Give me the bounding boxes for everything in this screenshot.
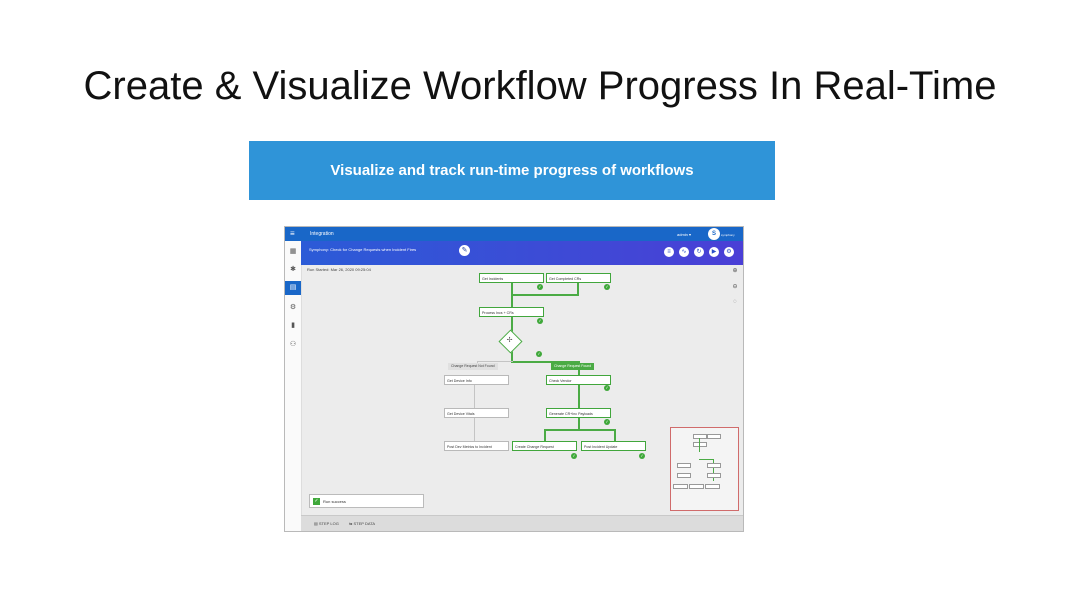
- wire: [511, 283, 513, 296]
- node-post-incident-update[interactable]: Post Incident Update: [581, 441, 646, 451]
- wire: [577, 283, 579, 296]
- wire: [511, 317, 513, 334]
- zoom-out-icon[interactable]: ⊖: [732, 284, 738, 290]
- document-icon[interactable]: ▮: [291, 322, 295, 329]
- wire: [544, 429, 546, 441]
- status-check-icon: ✓: [313, 498, 320, 505]
- wire: [474, 418, 475, 441]
- minimap-node: [677, 473, 691, 478]
- list-icon[interactable]: ≡: [664, 247, 674, 257]
- step-data-button[interactable]: ⇆ STEP DATA: [349, 521, 376, 526]
- step-log-label: STEP LOG: [318, 521, 339, 526]
- slide-title: Create & Visualize Workflow Progress In …: [83, 64, 997, 108]
- minimap-node: [707, 434, 721, 439]
- app-title: Integration: [310, 231, 334, 237]
- gear-icon[interactable]: ⚙: [289, 304, 297, 311]
- success-check-icon: ✓: [604, 419, 610, 425]
- settings-icon[interactable]: ⚙: [724, 247, 734, 257]
- workflow-header: Symphony: Check for Change Requests when…: [301, 241, 743, 265]
- minimap-node: [677, 463, 691, 468]
- minimap-node: [707, 473, 721, 478]
- minimap-node: [707, 463, 721, 468]
- node-get-completed-crs[interactable]: Get Completed CRs: [546, 273, 611, 283]
- bottom-bar: ▤ STEP LOG ⇆ STEP DATA: [301, 515, 743, 531]
- grid-icon[interactable]: ▦: [289, 248, 297, 255]
- success-check-icon: ✓: [639, 453, 645, 459]
- wire: [511, 294, 513, 307]
- fit-view-icon[interactable]: ◌: [733, 299, 737, 305]
- node-check-vendor[interactable]: Check Vendor: [546, 375, 611, 385]
- node-post-dev-metrics[interactable]: Post Dev Metrics to Incident: [444, 441, 509, 451]
- wire: [511, 348, 513, 363]
- workflow-title: Symphony: Check for Change Requests when…: [309, 247, 417, 252]
- user-menu[interactable]: admin ▾: [677, 232, 692, 237]
- bug-icon[interactable]: ✱: [290, 266, 296, 273]
- symphony-logo-icon: S: [708, 228, 720, 240]
- minimap-node: [693, 434, 707, 439]
- slide-banner: Visualize and track run-time progress of…: [249, 141, 775, 200]
- users-icon[interactable]: ⚇: [289, 341, 297, 348]
- run-started-text: Run Started: Mar 26, 2020 09:25:04: [307, 267, 371, 272]
- success-check-icon: ✓: [604, 385, 610, 391]
- step-log-button[interactable]: ▤ STEP LOG: [314, 521, 339, 526]
- wire: [578, 385, 580, 408]
- branch-icon: ✢: [506, 337, 513, 344]
- logo-text: symphony: [721, 233, 735, 237]
- minimap-node: [673, 484, 688, 489]
- sidebar: ▦ ✱ ▤ ⚙ ▮ ⚇: [285, 241, 302, 531]
- node-generate-payloads[interactable]: Generate CR+Inc Payloads: [546, 408, 611, 418]
- minimap-node: [693, 442, 707, 447]
- success-check-icon: ✓: [537, 284, 543, 290]
- wire: [474, 384, 475, 408]
- minimap-node: [705, 484, 720, 489]
- node-create-change-request[interactable]: Create Change Request: [512, 441, 577, 451]
- play-icon[interactable]: ▶: [709, 247, 719, 257]
- banner-text: Visualize and track run-time progress of…: [330, 162, 694, 179]
- status-text: Run success: [323, 499, 346, 504]
- success-check-icon: ✓: [537, 318, 543, 324]
- success-check-icon: ✓: [604, 284, 610, 290]
- branch-label-found: Change Request Found: [551, 363, 595, 370]
- wire: [511, 294, 579, 296]
- chart-icon[interactable]: ∿: [679, 247, 689, 257]
- minimap-wire: [713, 459, 714, 481]
- zoom-in-icon[interactable]: ⊕: [732, 268, 738, 274]
- hamburger-icon[interactable]: ≡: [290, 229, 295, 238]
- wire: [578, 418, 580, 431]
- minimap-wire: [699, 438, 700, 452]
- app-screenshot: ≡ Integration admin ▾ S symphony ▦ ✱ ▤ ⚙…: [284, 226, 744, 532]
- node-get-device-info[interactable]: Get Device Info: [444, 375, 509, 385]
- top-bar: ≡ Integration admin ▾ S symphony: [285, 227, 743, 241]
- node-get-incidents[interactable]: Get Incidents: [479, 273, 544, 283]
- success-check-icon: ✓: [536, 351, 542, 357]
- workflow-icon[interactable]: ▤: [285, 281, 301, 295]
- refresh-icon[interactable]: ↻: [694, 247, 704, 257]
- edit-pencil-icon[interactable]: ✎: [459, 245, 470, 256]
- branch-label-not-found: Change Request Not Found: [448, 363, 498, 370]
- minimap[interactable]: [670, 427, 739, 511]
- wire: [544, 429, 616, 431]
- wire: [511, 361, 579, 363]
- node-process-incs-crs[interactable]: Process Incs + CRs: [479, 307, 544, 317]
- minimap-wire: [699, 459, 713, 460]
- step-data-label: STEP DATA: [353, 521, 376, 526]
- minimap-node: [689, 484, 704, 489]
- success-check-icon: ✓: [571, 453, 577, 459]
- wire: [614, 429, 616, 441]
- wire: [477, 361, 513, 362]
- node-get-device-vitals[interactable]: Get Device Vitals: [444, 408, 509, 418]
- run-status-panel: ✓ Run success: [309, 494, 424, 508]
